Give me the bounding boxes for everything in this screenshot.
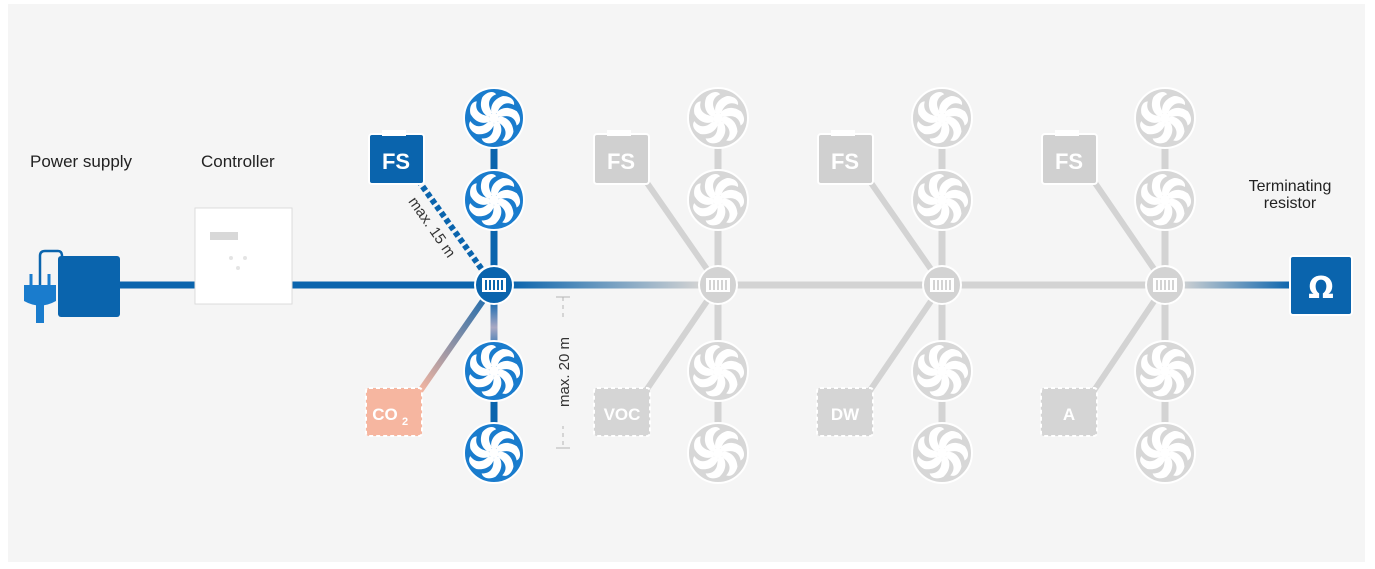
hub-icon-4 (1145, 265, 1185, 305)
hub-icon-1 (474, 265, 514, 305)
fan-icon (688, 170, 748, 230)
omega-icon: Ω (1308, 271, 1334, 306)
fs-label: FS (1055, 149, 1083, 174)
dw-sensor: DW (816, 387, 874, 437)
fan-icon (688, 341, 748, 401)
fan-icon (464, 88, 524, 148)
fan-icon (688, 423, 748, 483)
fs-sensor: FS (593, 130, 650, 185)
fs-label: FS (831, 149, 859, 174)
hub-icon-3 (922, 265, 962, 305)
fan-icon (912, 88, 972, 148)
power-supply-label: Power supply (30, 152, 133, 171)
terminating-resistor-label: Terminating resistor (1248, 178, 1332, 212)
terminating-resistor: Ω (1289, 255, 1353, 316)
fs-sensor-active: FS (368, 130, 425, 185)
co2-label: CO (372, 405, 398, 424)
fan-icon (464, 423, 524, 483)
voc-sensor: VOC (593, 387, 651, 437)
a-label: A (1063, 405, 1075, 424)
fan-icon (912, 341, 972, 401)
fan-icon (688, 88, 748, 148)
fs-label: FS (607, 149, 635, 174)
co2-subscript: 2 (402, 416, 408, 428)
fs-sensor: FS (1041, 130, 1098, 185)
controller-device (194, 207, 293, 305)
co2-sensor: CO 2 (365, 387, 423, 437)
fs-label: FS (382, 149, 410, 174)
hub-icon-2 (698, 265, 738, 305)
power-supply (24, 249, 120, 323)
fan-icon (1135, 88, 1195, 148)
fan-icon (1135, 423, 1195, 483)
plug-icon (38, 249, 64, 285)
voc-label: VOC (604, 405, 641, 424)
fan-icon (464, 170, 524, 230)
svg-text:CO: CO (372, 405, 398, 424)
controller-label: Controller (201, 152, 275, 171)
dimension-marker-20m: max. 20 m (553, 296, 573, 449)
fan-icon (1135, 341, 1195, 401)
fs-sensor: FS (817, 130, 874, 185)
max-20m-label: max. 20 m (556, 337, 573, 407)
fan-icon (912, 423, 972, 483)
dw-label: DW (831, 405, 860, 424)
fan-icon (464, 341, 524, 401)
fan-icon (1135, 170, 1195, 230)
a-sensor: A (1040, 387, 1098, 437)
fan-icon (912, 170, 972, 230)
